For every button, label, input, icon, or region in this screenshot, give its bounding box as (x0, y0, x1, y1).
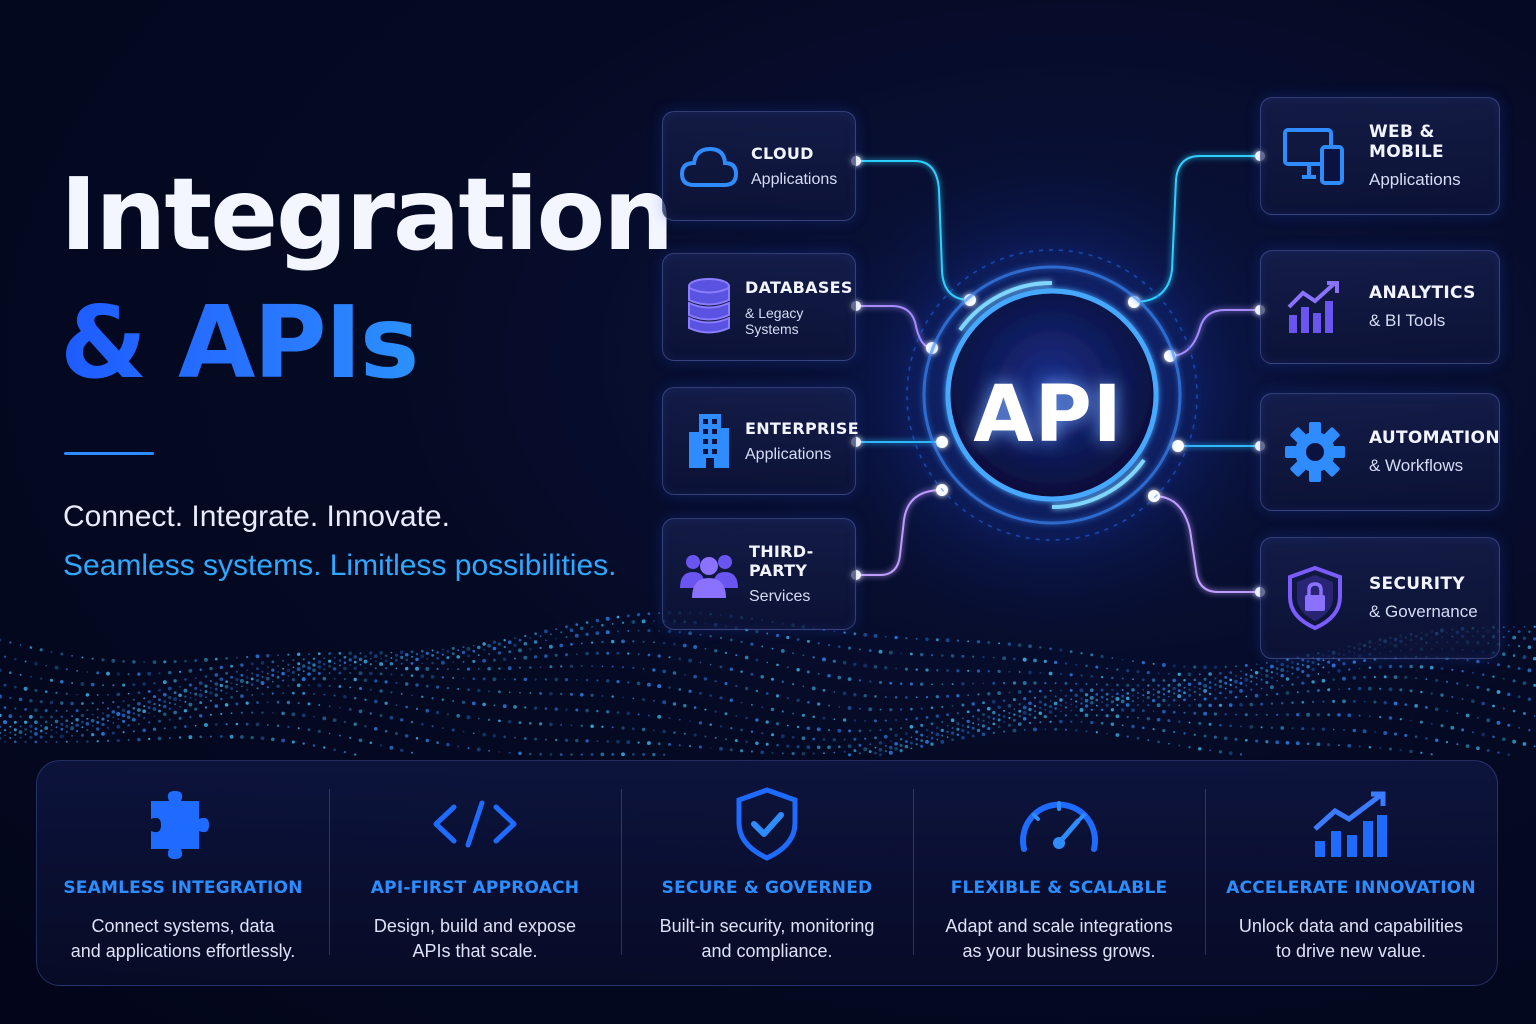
feature-description: Adapt and scale integrations as your bus… (945, 916, 1173, 961)
hero-divider (64, 452, 154, 455)
node-subtitle: Services (749, 588, 811, 605)
node-subtitle: Applications (745, 445, 832, 463)
node-title: ANALYTICS (1369, 283, 1476, 303)
api-hub-rings (906, 249, 1198, 541)
feature-title: SEAMLESS INTEGRATION (63, 878, 303, 898)
node-enterprise[interactable]: ENTERPRISE Applications (662, 387, 859, 495)
devices-icon (1281, 124, 1345, 188)
api-hub-label: API (973, 370, 1123, 460)
subtagline: Seamless systems. Limitless possibilitie… (63, 549, 617, 582)
cloud-icon (677, 134, 741, 198)
feature-title: FLEXIBLE & SCALABLE (950, 878, 1168, 898)
gear-icon (1283, 420, 1347, 484)
node-subtitle: Applications (1369, 170, 1461, 189)
shield-lock-icon (1283, 565, 1347, 631)
node-analytics[interactable]: ANALYTICS & BI Tools (1260, 250, 1500, 364)
feature-description: Connect systems, data and applications e… (70, 916, 296, 961)
node-title: WEB & MOBILE (1369, 122, 1444, 162)
feature-title: API-FIRST APPROACH (370, 878, 580, 898)
feature-accelerate-innovation: ACCELERATE INNOVATION Unlock data and ca… (1205, 761, 1497, 985)
node-subtitle: Applications (751, 170, 838, 188)
node-security[interactable]: SECURITY & Governance (1260, 537, 1500, 659)
node-subtitle: & Workflows (1369, 456, 1464, 475)
hero-title: Integration & APIs (60, 156, 674, 393)
users-icon (677, 542, 741, 606)
node-title: DATABASES (745, 277, 853, 297)
feature-flexible-scalable: FLEXIBLE & SCALABLE Adapt and scale inte… (913, 761, 1205, 985)
database-icon (677, 275, 741, 339)
feature-description: Unlock data and capabilities to drive ne… (1238, 916, 1464, 961)
hero-title-line1: Integration (60, 156, 674, 273)
feature-description: Design, build and expose APIs that scale… (373, 916, 577, 961)
puzzle-icon (143, 787, 223, 861)
node-subtitle: & BI Tools (1369, 311, 1446, 330)
speedometer-icon (1016, 787, 1102, 861)
building-icon (677, 409, 741, 473)
node-title: CLOUD (751, 143, 814, 163)
tagline: Connect. Integrate. Innovate. (63, 500, 450, 533)
features-panel: SEAMLESS INTEGRATION Connect systems, da… (36, 760, 1498, 986)
node-title: THIRD-PARTY (749, 542, 814, 580)
node-title: SECURITY (1369, 574, 1465, 594)
code-icon (430, 787, 520, 861)
connector-lines (856, 155, 1260, 593)
node-databases[interactable]: DATABASES & Legacy Systems (662, 253, 856, 361)
feature-secure-governed: SECURE & GOVERNED Built-in security, mon… (621, 761, 913, 985)
feature-description: Built-in security, monitoring and compli… (659, 916, 875, 961)
growth-chart-icon (1311, 787, 1391, 861)
feature-title: ACCELERATE INNOVATION (1226, 878, 1476, 898)
analytics-icon (1283, 275, 1347, 339)
node-subtitle: & Legacy Systems (745, 304, 804, 337)
feature-seamless-integration: SEAMLESS INTEGRATION Connect systems, da… (37, 761, 329, 985)
node-title: ENTERPRISE (745, 418, 859, 438)
node-cloud[interactable]: CLOUD Applications (662, 111, 856, 221)
feature-api-first: API-FIRST APPROACH Design, build and exp… (329, 761, 621, 985)
hero-title-line2: & APIs (60, 293, 672, 393)
node-third-party[interactable]: THIRD-PARTY Services (662, 518, 856, 630)
node-subtitle: & Governance (1369, 602, 1478, 621)
feature-title: SECURE & GOVERNED (661, 878, 873, 898)
node-title: AUTOMATION (1369, 428, 1500, 448)
node-web-mobile[interactable]: WEB & MOBILE Applications (1260, 97, 1500, 215)
node-automation[interactable]: AUTOMATION & Workflows (1260, 393, 1500, 511)
shield-check-icon (734, 787, 800, 861)
